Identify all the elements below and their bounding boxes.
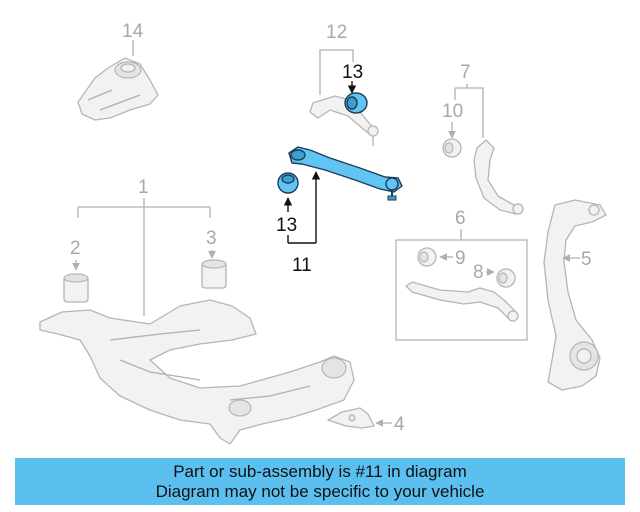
callout-7: 7 [460,62,471,83]
callout-10: 10 [442,101,463,122]
arm-part-6 [405,281,519,322]
leader-1 [77,198,211,316]
banner-line-2: Diagram may not be specific to your vehi… [155,482,485,501]
callout-2: 2 [70,238,81,259]
info-banner: Part or sub-assembly is #11 in diagram D… [15,458,625,505]
upper-arm-part-12 [309,95,379,146]
parts-diagram: 14 12 13 11 13 7 10 6 [39,21,607,445]
bushing-part-9 [417,247,437,267]
subframe-part-1 [39,299,355,445]
callout-6: 6 [455,208,466,229]
bushing-part-8 [496,268,516,288]
lower-arm-part-7 [442,138,524,215]
callout-13-lower: 13 [276,215,297,236]
callout-12: 12 [326,22,347,43]
callout-9: 9 [455,248,466,269]
knuckle-part-5 [543,199,607,391]
callout-11: 11 [292,255,312,276]
callout-14: 14 [122,21,144,42]
callout-8: 8 [473,262,484,283]
bushing-part-3 [201,259,227,289]
callout-4: 4 [394,414,405,435]
callout-13-upper: 13 [342,62,363,83]
banner-line-1: Part or sub-assembly is #11 in diagram [173,462,467,481]
callout-3: 3 [206,228,217,249]
callout-1: 1 [138,177,149,198]
bushing-part-2 [63,273,89,303]
strut-mount-part-14 [77,57,159,121]
bracket-part-4 [327,407,375,429]
bushing-part-13-lower [277,172,299,194]
leader-12 [319,49,354,95]
leader-7 [454,84,484,138]
control-arm-part-11[interactable] [288,146,403,201]
callout-5: 5 [581,249,592,270]
bushing-part-13-upper [344,92,368,114]
